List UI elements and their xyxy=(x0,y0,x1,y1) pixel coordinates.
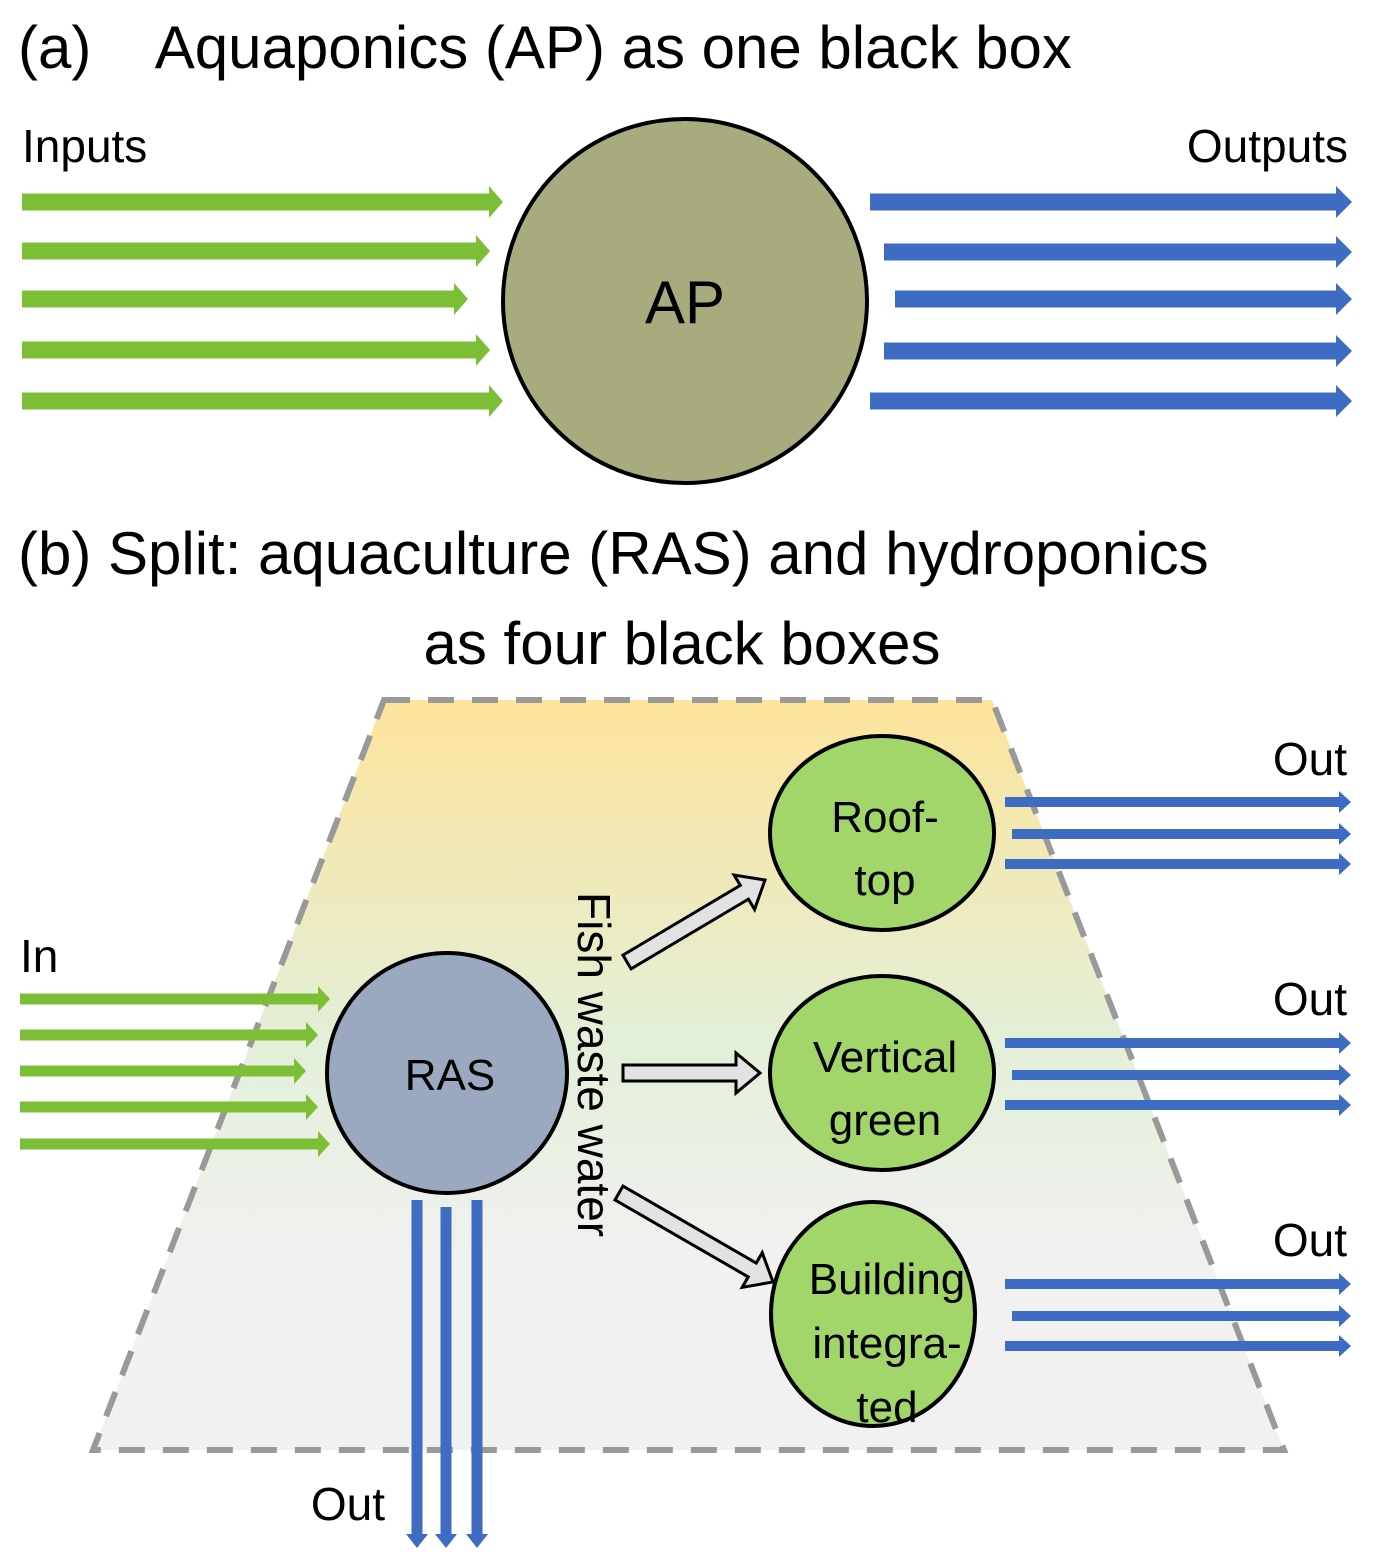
fish-waste-water-label: Fish waste water xyxy=(568,892,620,1237)
panel-b: (b) Split: aquaculture (RAS) and hydropo… xyxy=(18,520,1351,1548)
input-arrow xyxy=(22,385,503,417)
plant-output-arrow xyxy=(1005,853,1351,875)
plant-node-label: ted xyxy=(856,1383,917,1432)
output-arrow xyxy=(895,283,1352,315)
ras-output-arrow xyxy=(435,1207,457,1548)
plant-node-building-integrated xyxy=(769,1200,977,1428)
fish-waste-flow-arrows xyxy=(612,873,776,1290)
flow-arrow-rooftop xyxy=(620,873,768,971)
panel-a-title: (a) Aquaponics (AP) as one black box xyxy=(18,14,1072,81)
plant-node-label: Roof- xyxy=(831,793,939,842)
plant-nodes: Roof-topOutVerticalgreenOutBuildinginteg… xyxy=(768,733,1351,1432)
ras-input-arrow xyxy=(20,1094,318,1120)
panel-b-title-line2: as four black boxes xyxy=(424,610,941,677)
input-arrow xyxy=(22,283,468,315)
ras-input-arrow xyxy=(20,1022,318,1048)
ras-node xyxy=(325,951,569,1195)
plant-output-arrow xyxy=(1005,1032,1351,1054)
plant-out-label: Out xyxy=(1273,973,1347,1025)
plant-out-label: Out xyxy=(1273,733,1347,785)
plant-output-arrow xyxy=(1005,1273,1351,1295)
plant-output-arrow xyxy=(1012,823,1351,845)
inputs-label: Inputs xyxy=(22,120,147,172)
plant-node-vertical-green xyxy=(768,974,996,1172)
in-label: In xyxy=(20,930,58,982)
plant-node-label: Building xyxy=(809,1255,966,1304)
output-arrow xyxy=(884,236,1352,268)
output-arrow xyxy=(884,335,1352,367)
panel-b-title-line1: (b) Split: aquaculture (RAS) and hydropo… xyxy=(18,520,1209,587)
ras-input-arrows xyxy=(20,986,330,1157)
output-arrow xyxy=(870,186,1352,218)
plant-node-rooftop xyxy=(768,734,996,932)
plant-output-arrow xyxy=(1012,1064,1351,1086)
ras-output-arrows xyxy=(406,1200,488,1548)
input-arrow xyxy=(22,235,490,267)
input-arrow xyxy=(22,186,503,218)
plant-output-arrow xyxy=(1012,1305,1351,1327)
input-arrow xyxy=(22,334,490,366)
plant-output-arrow xyxy=(1005,791,1351,813)
flow-arrow-building-integrated xyxy=(612,1184,776,1290)
ap-node xyxy=(501,117,869,485)
ras-input-arrow xyxy=(20,1058,306,1084)
plant-output-arrow xyxy=(1005,1335,1351,1357)
ras-node-label: RAS xyxy=(405,1051,495,1100)
plant-output-arrow xyxy=(1005,1094,1351,1116)
ap-node-label: AP xyxy=(645,269,725,336)
plant-node-label: integra- xyxy=(812,1319,961,1368)
output-arrow xyxy=(870,385,1352,417)
ras-out-label: Out xyxy=(311,1478,385,1530)
ras-input-arrow xyxy=(20,1131,330,1157)
flow-arrow-vertical-green xyxy=(621,1049,763,1097)
ras-input-arrow xyxy=(20,986,330,1012)
outputs-label: Outputs xyxy=(1187,120,1348,172)
plant-out-label: Out xyxy=(1273,1214,1347,1266)
input-arrows xyxy=(22,186,503,417)
ras-output-arrow xyxy=(406,1200,428,1548)
panel-a: (a) Aquaponics (AP) as one black box Inp… xyxy=(18,14,1352,485)
output-arrows xyxy=(870,186,1352,417)
plant-node-label: top xyxy=(854,856,915,905)
plant-node-label: Vertical xyxy=(813,1033,957,1082)
plant-node-label: green xyxy=(829,1096,942,1145)
ras-output-arrow xyxy=(466,1200,488,1548)
